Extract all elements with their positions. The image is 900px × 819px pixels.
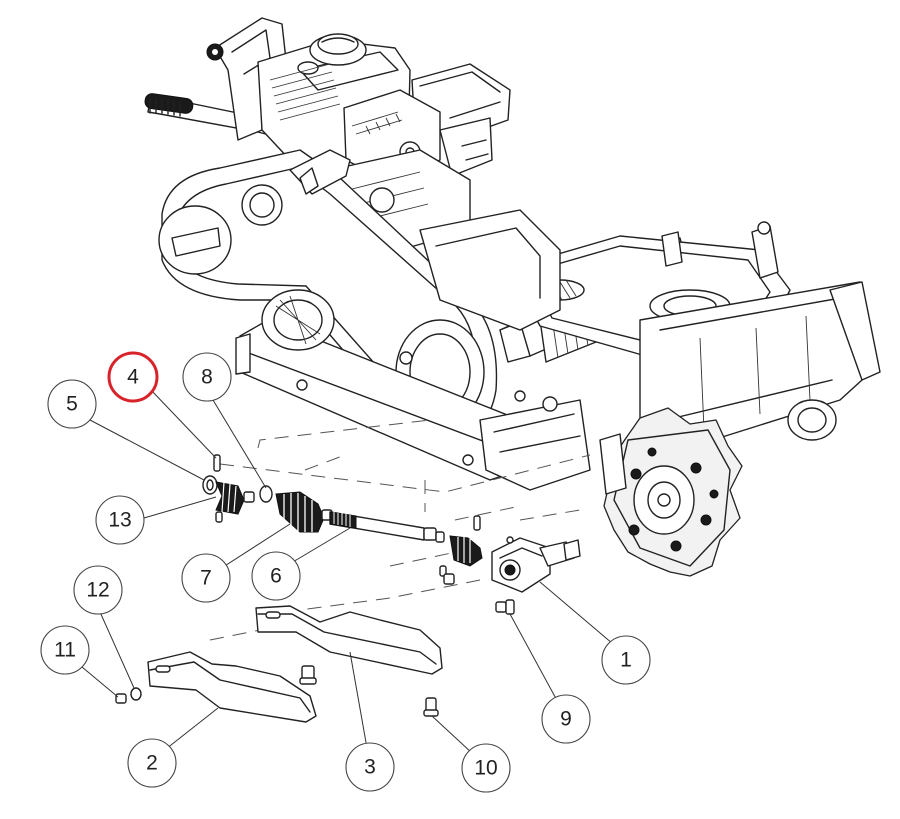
callout-9: 9: [541, 694, 591, 744]
callout-5: 5: [47, 379, 97, 429]
callout-9-label: 9: [560, 708, 572, 731]
engine: [257, 33, 511, 251]
pulley: [261, 289, 335, 351]
part-4-pin: [213, 454, 221, 472]
callout-5-label: 5: [66, 393, 78, 416]
callout-11: 11: [40, 625, 90, 675]
small-boot-right: [439, 515, 483, 585]
callout-4-label: 4: [127, 366, 139, 389]
part-12-washer: [130, 687, 142, 701]
part-3-plate: [255, 605, 443, 685]
tine-wheel: [599, 407, 743, 577]
callout-3: 3: [345, 742, 395, 792]
part-10-bolt: [423, 697, 439, 717]
callout-6: 6: [251, 551, 301, 601]
part-2-plate: [147, 651, 317, 723]
gearbox: [419, 209, 591, 491]
callout-1: 1: [601, 635, 651, 685]
callout-13-label: 13: [108, 509, 131, 532]
part-6-shaft: [329, 511, 445, 543]
callout-10-label: 10: [474, 757, 497, 780]
part-9-bolt: [495, 599, 515, 615]
callout-10: 10: [461, 743, 511, 793]
exploded-parts: [115, 454, 581, 723]
part-1-housing: [491, 536, 581, 593]
part-5-ring: [202, 475, 218, 495]
callout-11-label: 11: [54, 639, 76, 662]
callout-4: 4: [107, 351, 159, 403]
callout-3-label: 3: [364, 756, 376, 779]
part-8-washer: [259, 485, 273, 503]
part-13-boot: [215, 481, 255, 523]
callout-12-label: 12: [86, 579, 109, 602]
callout-1-label: 1: [620, 649, 632, 672]
callout-12: 12: [73, 565, 123, 615]
machine-assembly: [144, 17, 881, 577]
part-11-nut: [115, 693, 127, 704]
callout-2: 2: [127, 738, 177, 788]
callout-7-label: 7: [200, 567, 212, 590]
part-7-boot: [275, 491, 333, 533]
callout-13: 13: [95, 495, 145, 545]
tine-shield: [509, 221, 881, 445]
callout-2-label: 2: [146, 752, 158, 775]
callout-8: 8: [182, 352, 232, 402]
callout-8-label: 8: [201, 366, 213, 389]
callouts: 1 2 3 4 5 6 7 8: [40, 351, 651, 793]
callout-7: 7: [181, 553, 231, 603]
callout-6-label: 6: [270, 565, 282, 588]
